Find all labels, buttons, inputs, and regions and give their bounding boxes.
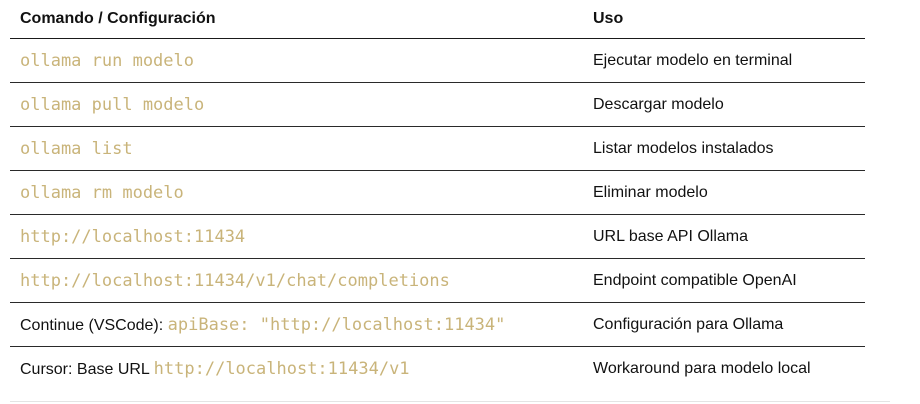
use-cell: Endpoint compatible OpenAI [593,271,797,289]
command-cell: http://localhost:11434/v1/chat/completio… [10,271,583,291]
table-row: ollama run modelo Ejecutar modelo en ter… [10,39,865,83]
command-code: http://localhost:11434/v1 [153,359,410,379]
command-cell: ollama run modelo [10,51,583,71]
table-row: http://localhost:11434/v1/chat/completio… [10,259,865,303]
command-prefix: Continue (VSCode): [20,316,168,334]
header-command: Comando / Configuración [20,10,216,27]
table-header-row: Comando / Configuración Uso [10,0,865,39]
header-use: Uso [593,10,624,27]
use-cell: Listar modelos instalados [593,139,774,157]
use-cell: Ejecutar modelo en terminal [593,51,793,69]
table-row: http://localhost:11434 URL base API Olla… [10,215,865,259]
use-cell: Eliminar modelo [593,183,708,201]
use-cell: Workaround para modelo local [593,360,811,377]
command-cell: ollama list [10,139,583,159]
use-cell: URL base API Ollama [593,227,749,245]
command-code: apiBase: "http://localhost:11434" [167,314,506,335]
table-row: ollama pull modelo Descargar modelo [10,83,865,127]
command-code: ollama list [20,138,133,159]
table-row: ollama rm modelo Eliminar modelo [10,171,865,215]
command-code: http://localhost:11434/v1/chat/completio… [20,270,450,291]
command-code: ollama pull modelo [20,94,205,115]
commands-table: Comando / Configuración Uso ollama run m… [10,0,865,391]
command-code: http://localhost:11434 [20,226,246,247]
command-code: ollama rm modelo [20,182,184,203]
command-prefix: Cursor: Base URL [20,361,154,378]
table-row: Cursor: Base URL http://localhost:11434/… [10,347,865,391]
use-cell: Configuración para Ollama [593,315,784,333]
bottom-divider [10,401,890,402]
use-cell: Descargar modelo [593,95,724,113]
command-cell: ollama pull modelo [10,95,583,115]
command-cell: Cursor: Base URL http://localhost:11434/… [10,359,583,379]
command-code: ollama run modelo [20,50,194,71]
table-row: ollama list Listar modelos instalados [10,127,865,171]
table-row: Continue (VSCode): apiBase: "http://loca… [10,303,865,347]
command-cell: ollama rm modelo [10,183,583,203]
command-cell: http://localhost:11434 [10,227,583,247]
command-cell: Continue (VSCode): apiBase: "http://loca… [10,315,583,335]
